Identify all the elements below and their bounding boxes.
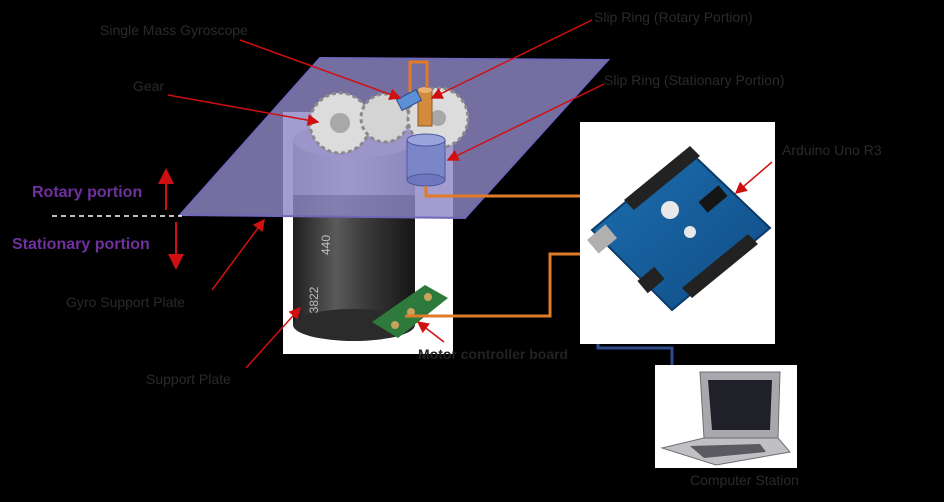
motor-label-mid: 3822	[307, 286, 321, 313]
leader-arrows	[167, 19, 773, 369]
orange-wires	[405, 60, 620, 318]
motor-label-top: 440	[319, 235, 333, 255]
slip-ring-rotary-shape	[417, 89, 433, 127]
label-arduino: Arduino Uno R3	[782, 142, 882, 158]
gyroscope-block	[395, 88, 423, 112]
label-gyro-support-plate: Gyro Support Plate	[66, 294, 186, 310]
label-motor-controller: Motor controller board	[418, 346, 569, 362]
label-slip-ring-stationary: Slip Ring (Stationary Portion)	[604, 72, 785, 88]
label-rotary-portion: Rotary portion	[32, 184, 143, 201]
label-gear: Gear	[133, 78, 165, 94]
arduino-board	[587, 146, 772, 312]
label-slip-ring-rotary: Slip Ring (Rotary Portion)	[594, 9, 753, 25]
motor-controller-board	[372, 285, 448, 338]
slip-ring-stationary-shape	[406, 133, 446, 187]
label-computer-station: Computer Station	[690, 472, 799, 488]
label-single-mass-gyroscope: Single Mass Gyroscope	[100, 22, 248, 38]
label-support-plate: Support Plate	[146, 371, 231, 387]
laptop	[660, 371, 791, 466]
label-stationary-portion: Stationary portion	[12, 236, 150, 253]
rotary-stationary-indicator	[52, 168, 184, 270]
